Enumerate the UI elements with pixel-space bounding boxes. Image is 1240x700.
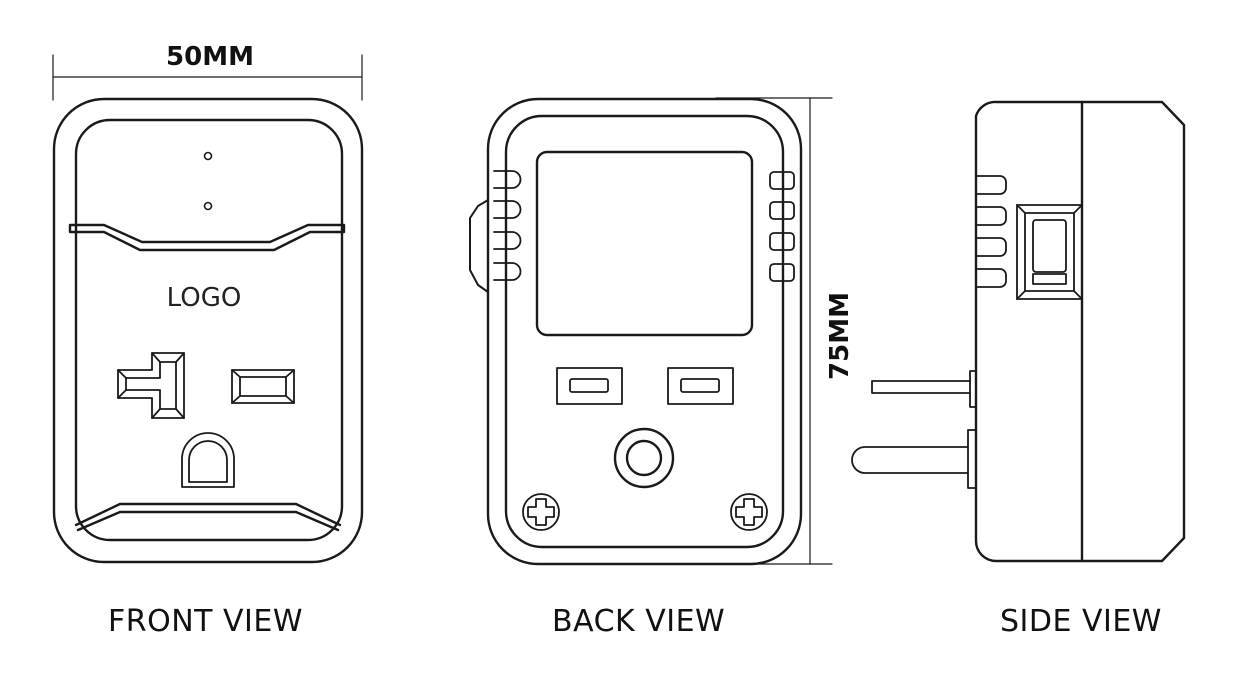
- indicator-dot-bottom: [203, 201, 213, 211]
- front-inner-shell: [74, 118, 344, 542]
- back-round-button-inner: [625, 439, 663, 477]
- height-dimension-label: 75MM: [825, 292, 855, 380]
- height-dimension-line: [711, 97, 833, 565]
- usb-port-left: [556, 367, 623, 405]
- screw-left: [522, 493, 560, 531]
- usb-port-right: [667, 367, 734, 405]
- indicator-dot-top: [203, 151, 213, 161]
- back-round-button-outer: [613, 427, 675, 489]
- back-left-vents: [493, 170, 522, 281]
- front-bottom-band: [74, 502, 342, 532]
- front-view-caption: FRONT VIEW: [108, 604, 304, 639]
- flat-socket-slot: [231, 369, 295, 404]
- back-outer-shell: [486, 97, 803, 566]
- ground-socket-hole: [181, 432, 235, 488]
- screw-right: [730, 493, 768, 531]
- side-view-caption: SIDE VIEW: [1000, 604, 1162, 639]
- back-inner-shell: [504, 114, 785, 549]
- width-dimension-label: 50MM: [166, 42, 254, 72]
- back-display-screen: [535, 150, 754, 337]
- front-outer-shell: [52, 97, 364, 564]
- side-round-pin: [851, 429, 977, 489]
- side-flat-pin: [871, 370, 977, 408]
- side-rocker-switch: [1016, 204, 1083, 300]
- side-view: [851, 100, 1186, 563]
- universal-socket: [117, 352, 185, 419]
- front-logo: LOGO: [167, 283, 242, 313]
- side-vents: [975, 175, 1007, 288]
- side-body-outline: [974, 100, 1186, 563]
- back-view-caption: BACK VIEW: [552, 604, 726, 639]
- back-right-vents: [769, 171, 795, 282]
- back-side-switch: [469, 199, 489, 293]
- front-view: 50MM LOGO: [52, 42, 364, 564]
- width-dimension-line: [52, 54, 363, 101]
- front-top-band: [68, 223, 346, 252]
- back-view: 75MM: [469, 97, 855, 566]
